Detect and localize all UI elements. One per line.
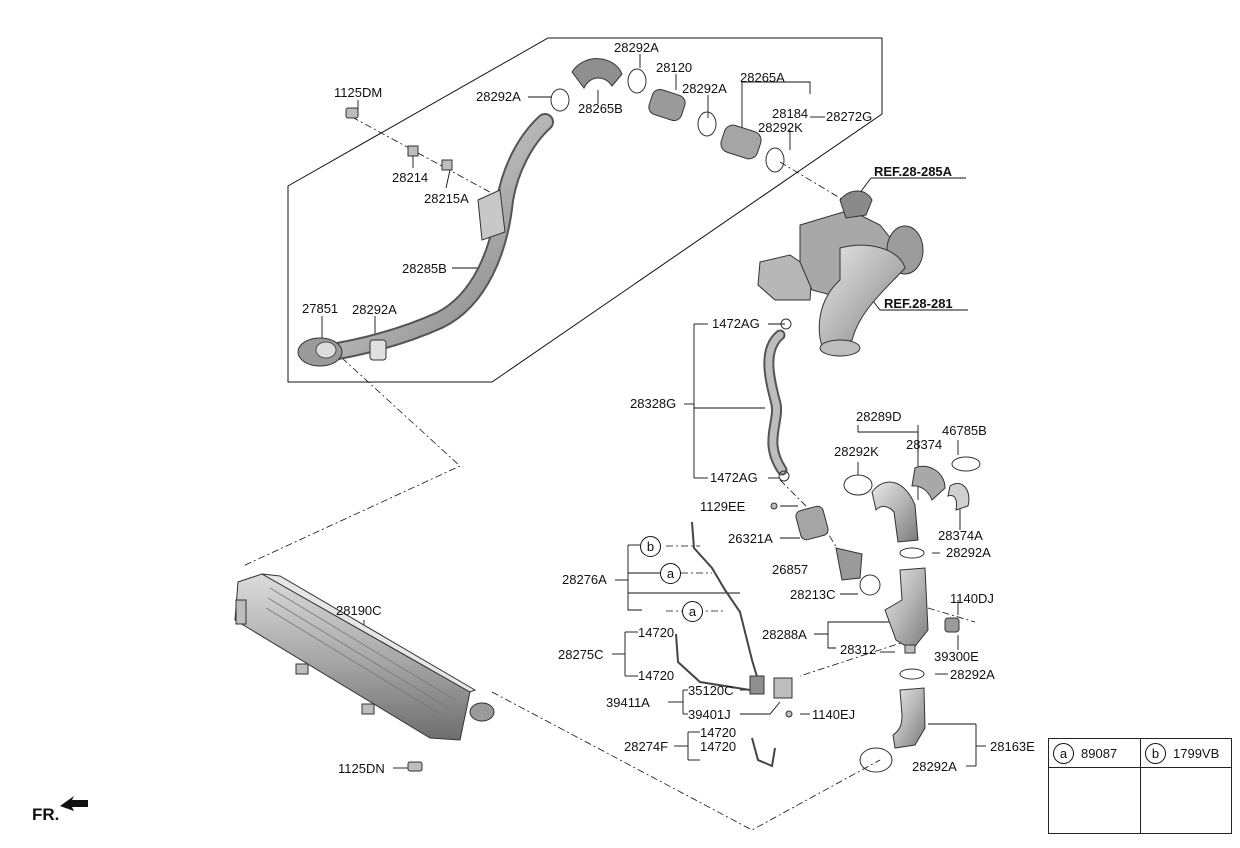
label-28163e: 28163E	[990, 739, 1035, 754]
label-35120c: 35120C	[688, 683, 734, 698]
label-28265b: 28265B	[578, 101, 623, 116]
label-28275c: 28275C	[558, 647, 604, 662]
label-26857: 26857	[772, 562, 809, 577]
callout-a-upper: a	[660, 563, 681, 584]
label-46785b: 46785B	[942, 423, 987, 438]
label-26321a: 26321A	[728, 531, 773, 546]
label-28292a-lower: 28292A	[352, 302, 397, 317]
label-39300e: 39300E	[934, 649, 979, 664]
callout-a-lower: a	[682, 601, 703, 622]
label-28292a-mid: 28292A	[682, 81, 727, 96]
label-28288a: 28288A	[762, 627, 807, 642]
upper-fasteners	[345, 107, 453, 171]
front-direction-label: FR.	[32, 805, 60, 824]
pipe-bracket	[477, 189, 506, 241]
label-1125dn: 1125DN	[338, 761, 385, 776]
label-28292a-top: 28292A	[614, 40, 659, 55]
label-39401j: 39401J	[688, 707, 731, 722]
label-1140dj: 1140DJ	[950, 591, 994, 606]
label-28190c: 28190C	[336, 603, 382, 618]
legend-divider	[1140, 739, 1141, 833]
actuator-parts	[770, 502, 881, 596]
label-1472ag-upper: 1472AG	[712, 316, 760, 331]
label-28374: 28374	[906, 437, 943, 452]
label-28328g: 28328G	[630, 396, 677, 411]
clamp-28292a-lower	[369, 339, 387, 361]
label-1140ej: 1140EJ	[812, 707, 856, 722]
label-28292k-lower: 28292K	[834, 444, 879, 459]
wiring-harness	[675, 521, 776, 768]
callout-b: b	[640, 536, 661, 557]
label-28276a: 28276A	[562, 572, 607, 587]
label-14720-b: 14720	[638, 668, 675, 683]
legend-table: a 89087 b 1799VB	[1048, 738, 1232, 834]
label-14720-d: 14720	[700, 739, 737, 754]
assembly-frame	[287, 37, 883, 383]
legend-code-a: 89087	[1081, 746, 1118, 761]
label-28312: 28312	[840, 642, 877, 657]
intercooler-28190c	[234, 573, 495, 772]
label-28374a: 28374A	[938, 528, 983, 543]
label-28289d: 28289D	[856, 409, 902, 424]
label-28292a-right-mid: 28292A	[950, 667, 995, 682]
label-28292a-right-lower: 28292A	[912, 759, 957, 774]
label-28285b: 28285B	[402, 261, 447, 276]
label-1472ag-lower: 1472AG	[710, 470, 758, 485]
front-arrow-icon	[60, 796, 88, 811]
label-ref-28-281: REF.28-281	[884, 296, 953, 311]
label-ref-28-285a: REF.28-285A	[874, 164, 953, 179]
label-1125dm: 1125DM	[334, 85, 383, 100]
label-28272g: 28272G	[826, 109, 873, 124]
label-1129ee: 1129EE	[700, 499, 746, 514]
label-28274f: 28274F	[624, 739, 669, 754]
label-27851: 27851	[302, 301, 339, 316]
legend-code-b: 1799VB	[1173, 746, 1220, 761]
harness-connectors	[749, 675, 793, 718]
right-pipes	[843, 456, 981, 773]
label-39411a: 39411A	[606, 695, 650, 710]
label-28292k-upper: 28292K	[758, 120, 803, 135]
label-14720-c: 14720	[700, 725, 737, 740]
label-28265a: 28265A	[740, 70, 785, 85]
label-28214: 28214	[392, 170, 429, 185]
label-28292a-left: 28292A	[476, 89, 521, 104]
legend-letter-b: b	[1145, 743, 1166, 764]
label-28120: 28120	[656, 60, 693, 75]
label-28215a: 28215A	[424, 191, 469, 206]
turbo-assembly	[757, 190, 924, 357]
label-28213c: 28213C	[790, 587, 836, 602]
upper-hoses	[550, 58, 785, 173]
legend-letter-a: a	[1053, 743, 1074, 764]
label-28292a-right-upper: 28292A	[946, 545, 991, 560]
label-28184: 28184	[772, 106, 809, 121]
label-14720-a: 14720	[638, 625, 675, 640]
